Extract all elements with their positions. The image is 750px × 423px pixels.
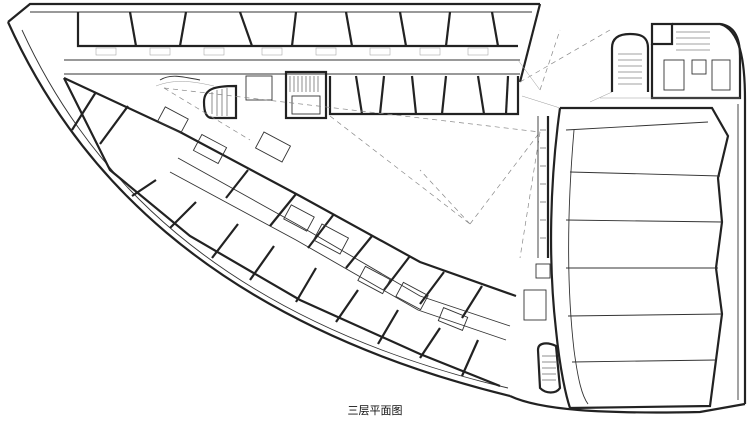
upper-band-partitions: [71, 91, 483, 319]
plan-caption: 三层平面图: [347, 404, 403, 417]
north-room-partitions: [128, 11, 500, 47]
central-core: [155, 70, 328, 120]
lower-band-partitions: [131, 179, 480, 377]
hall-column-lines: [565, 171, 723, 363]
outer-envelope: [6, 2, 747, 414]
east-hall: [523, 106, 730, 410]
atrium-void: [163, 29, 611, 259]
diagonal-wing: [63, 77, 517, 388]
central-stair-treads: [289, 76, 319, 92]
northeast-core: [610, 22, 742, 100]
misc-lines: [517, 59, 740, 109]
north-wing-fixtures: [95, 47, 489, 56]
corridor-service-rooms: [157, 106, 469, 331]
north-wing: [64, 11, 520, 116]
